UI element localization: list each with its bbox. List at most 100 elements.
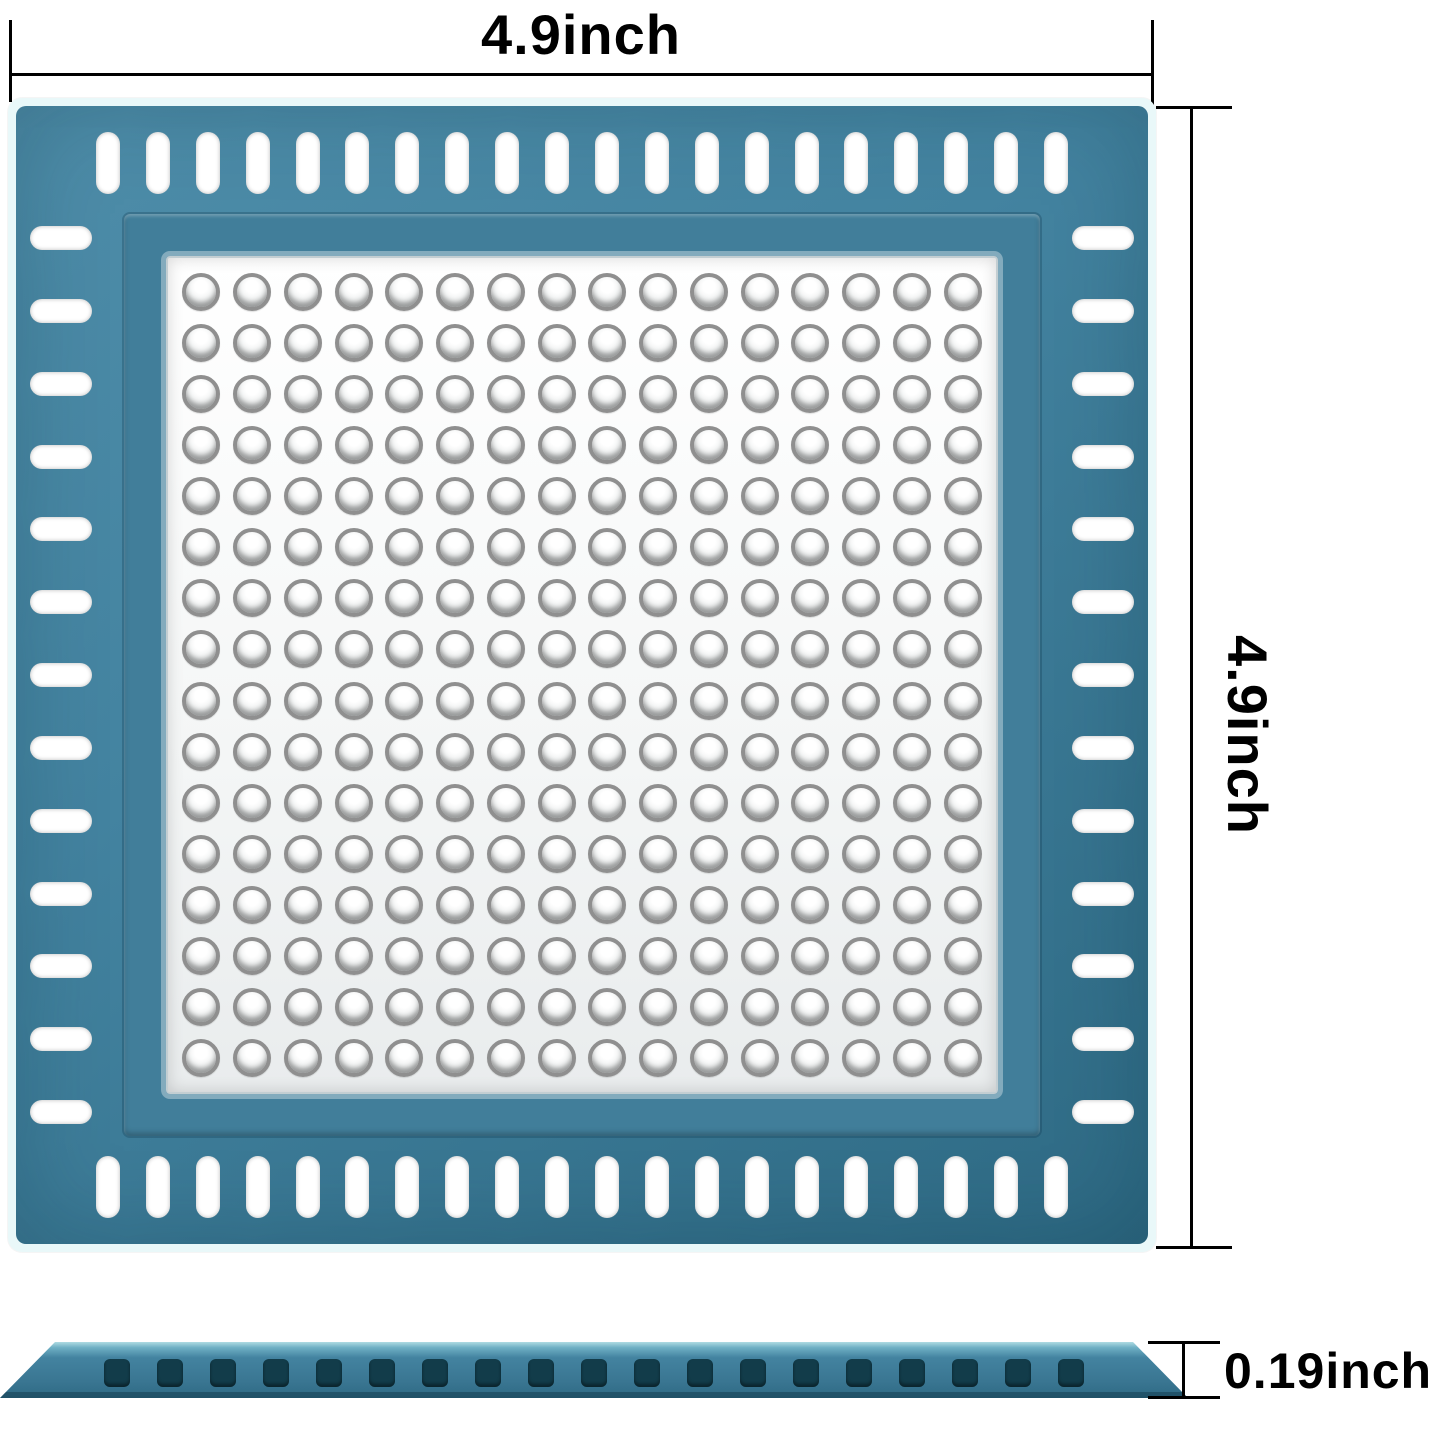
grid-hole (689, 937, 728, 976)
tray-slot (495, 132, 520, 194)
grid-hole (334, 681, 373, 720)
grid-hole (486, 937, 525, 976)
grid-hole (639, 374, 678, 413)
grid-hole (537, 834, 576, 873)
grid-hole (537, 323, 576, 362)
grid-hole (588, 1039, 627, 1078)
tray-slot (1072, 954, 1134, 979)
tray-slot (1072, 590, 1134, 615)
grid-hole (334, 732, 373, 771)
tray-slot (245, 1156, 270, 1218)
grid-hole (486, 477, 525, 516)
tray-slot (30, 590, 92, 615)
grid-hole (283, 937, 322, 976)
grid-hole (182, 272, 221, 311)
grid-hole (182, 579, 221, 618)
tray-slot-ring (8, 98, 1156, 1252)
grid-hole (740, 783, 779, 822)
grid-hole (588, 732, 627, 771)
side-slot (475, 1359, 501, 1387)
grid-hole (486, 1039, 525, 1078)
grid-hole (233, 681, 272, 720)
tray-slot (694, 132, 719, 194)
grid-hole (588, 425, 627, 464)
grid-hole (740, 374, 779, 413)
grid-hole (689, 834, 728, 873)
tray-slot (30, 298, 92, 323)
grid-hole (639, 630, 678, 669)
grid-hole (791, 834, 830, 873)
grid-hole (283, 425, 322, 464)
grid-hole (385, 374, 424, 413)
side-slot (899, 1359, 925, 1387)
grid-hole (943, 323, 982, 362)
grid-hole (283, 1039, 322, 1078)
grid-hole (436, 783, 475, 822)
tray-slot (445, 132, 470, 194)
tray-slot (644, 132, 669, 194)
grid-hole (791, 630, 830, 669)
grid-hole (892, 477, 931, 516)
grid-hole (588, 272, 627, 311)
grid-hole (537, 886, 576, 925)
grid-hole (689, 425, 728, 464)
side-slot (634, 1359, 660, 1387)
grid-hole (334, 630, 373, 669)
grid-hole (842, 528, 881, 567)
grid-hole (689, 272, 728, 311)
side-slot (740, 1359, 766, 1387)
grid-hole (842, 425, 881, 464)
grid-hole (283, 374, 322, 413)
grid-hole (689, 783, 728, 822)
grid-hole (842, 477, 881, 516)
tray-slot (794, 132, 819, 194)
grid-hole (842, 579, 881, 618)
grid-hole (385, 323, 424, 362)
tray-slot (1072, 371, 1134, 396)
grid-hole (283, 783, 322, 822)
perforated-plate (166, 256, 998, 1094)
tray-slot (30, 444, 92, 469)
grid-hole (842, 323, 881, 362)
grid-hole (283, 323, 322, 362)
grid-hole (588, 579, 627, 618)
grid-hole (283, 630, 322, 669)
tray-slot (30, 1100, 92, 1124)
grid-hole (334, 425, 373, 464)
grid-hole (436, 732, 475, 771)
grid-hole (334, 783, 373, 822)
grid-hole (639, 323, 678, 362)
grid-hole (943, 425, 982, 464)
side-slot (210, 1359, 236, 1387)
grid-hole (537, 681, 576, 720)
grid-hole (385, 834, 424, 873)
tray-slot (1072, 298, 1134, 323)
grid-hole (283, 732, 322, 771)
grid-hole (385, 272, 424, 311)
side-slot (316, 1359, 342, 1387)
grid-hole (182, 630, 221, 669)
height-dimension-label: 4.9inch (1216, 635, 1279, 835)
grid-hole (233, 579, 272, 618)
grid-hole (639, 272, 678, 311)
grid-hole (385, 681, 424, 720)
grid-hole (436, 1039, 475, 1078)
grid-hole (842, 988, 881, 1027)
tray-slot (744, 1156, 769, 1218)
grid-hole (639, 477, 678, 516)
grid-hole (385, 477, 424, 516)
tray-slot (30, 226, 92, 250)
grid-hole (233, 732, 272, 771)
grid-hole (588, 834, 627, 873)
tray-slot (1072, 735, 1134, 760)
tray-slot (1072, 517, 1134, 542)
grid-hole (233, 783, 272, 822)
tray-slot (30, 808, 92, 833)
grid-hole (943, 886, 982, 925)
grid-hole (436, 528, 475, 567)
grid-hole (537, 374, 576, 413)
grid-hole (436, 579, 475, 618)
grid-hole (842, 681, 881, 720)
grid-hole (892, 374, 931, 413)
